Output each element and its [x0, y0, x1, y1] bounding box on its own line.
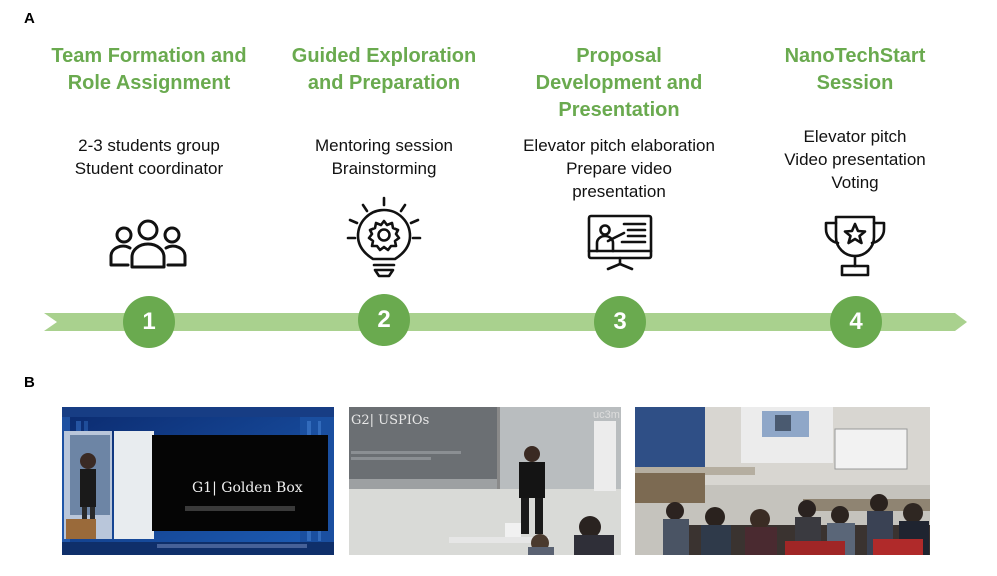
photo-golden-box-presentation: G1| Golden Box	[62, 407, 334, 555]
uc3m-logo: uc3m	[593, 409, 620, 421]
stage-title: Guided Exploration and Preparation	[291, 45, 477, 94]
photo-caption: G2| USPIOs	[351, 413, 430, 428]
step-2-badge: 2	[358, 294, 410, 346]
group-icon	[109, 219, 187, 269]
stage-title: Proposal Development and Presentation	[535, 45, 703, 121]
step-4-badge: 4	[830, 296, 882, 348]
lightbulb-gear-icon	[346, 196, 422, 278]
stage-title: NanoTechStart Session	[784, 45, 926, 94]
stage-description: Elevator pitch elaboration Prepare video…	[523, 136, 715, 201]
stage-3: Proposal Development and Presentation El…	[499, 43, 739, 201]
stage-2: Guided Exploration and Preparation Mento…	[264, 43, 504, 178]
panel-label-a: A	[24, 10, 35, 27]
stage-description: Mentoring session Brainstorming	[315, 136, 453, 178]
timeline-bar	[44, 313, 967, 331]
presentation-screen-icon	[587, 214, 653, 271]
trophy-icon	[824, 215, 886, 277]
step-3-badge: 3	[594, 296, 646, 348]
panel-label-b: B	[24, 374, 35, 391]
stage-4: NanoTechStart Session Elevator pitch Vid…	[735, 43, 975, 192]
stage-1: Team Formation and Role Assignment 2-3 s…	[29, 43, 269, 178]
stage-description: 2-3 students group Student coordinator	[74, 136, 224, 178]
step-1-badge: 1	[123, 296, 175, 348]
stage-title: Team Formation and Role Assignment	[51, 45, 247, 94]
timeline-arrow	[44, 313, 967, 331]
stage-description: Elevator pitch Video presentation Voting	[784, 127, 926, 192]
photo-caption: G1| Golden Box	[192, 480, 303, 496]
photo-session-audience	[635, 407, 930, 555]
photo-uspios-presentation: G2| USPIOs uc3m	[349, 407, 621, 555]
